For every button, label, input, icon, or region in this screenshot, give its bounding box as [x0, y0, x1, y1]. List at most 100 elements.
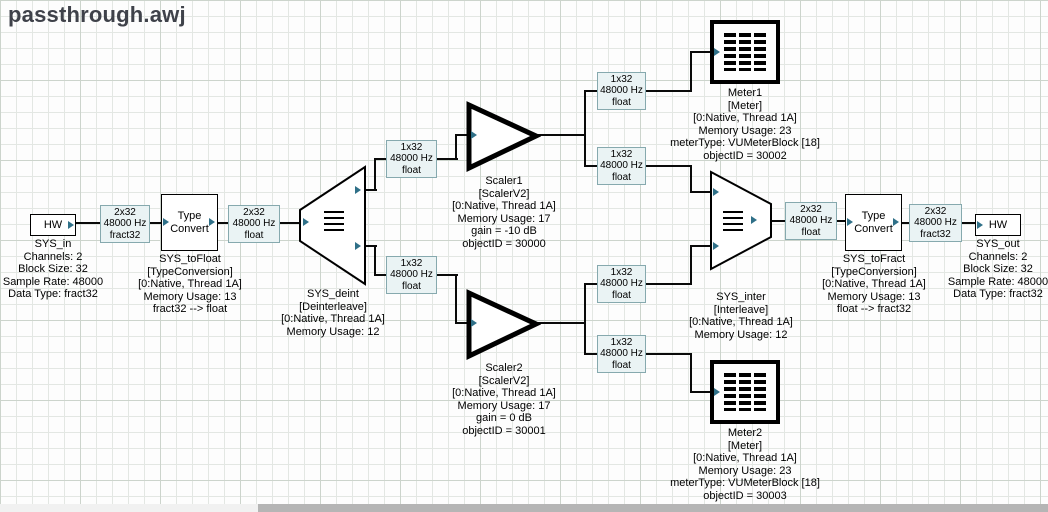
block-sys-in[interactable]: HW: [30, 214, 76, 236]
block-meter1[interactable]: [710, 20, 780, 84]
wire-segment[interactable]: [455, 322, 472, 324]
wire-segment[interactable]: [690, 391, 711, 393]
wire-type-label[interactable]: 2x32 48000 Hz fract32: [100, 205, 150, 243]
meter-bar-column: [754, 33, 766, 71]
wire-segment[interactable]: [690, 245, 711, 247]
input-pin-meter2[interactable]: [714, 388, 720, 396]
meter2-caption: Meter2 [Meter] [0:Native, Thread 1A] Mem…: [670, 427, 820, 502]
sys-tofract-caption: SYS_toFract [TypeConversion] [0:Native, …: [822, 253, 926, 316]
wire-segment[interactable]: [690, 51, 692, 92]
caption-line: gain = 0 dB: [476, 412, 532, 424]
block-sys-tofract[interactable]: Type Convert: [845, 194, 902, 251]
block-label: Type Convert: [854, 209, 893, 235]
caption-line: Data Type: fract32: [8, 288, 98, 300]
wire-type-label[interactable]: 1x32 48000 Hz float: [597, 72, 646, 110]
wire-segment[interactable]: [360, 245, 377, 247]
wire-type-label[interactable]: 2x32 48000 Hz fract32: [909, 204, 962, 242]
wire-label-line: 1x32: [610, 336, 633, 348]
wire-label-line: 48000 Hz: [600, 348, 643, 360]
wire-segment[interactable]: [584, 90, 586, 167]
wire-segment[interactable]: [690, 245, 692, 285]
caption-line: [0:Native, Thread 1A]: [693, 452, 797, 464]
input-pin-inter-1[interactable]: [713, 188, 719, 196]
block-scaler2[interactable]: [466, 288, 541, 361]
meter-bar-column: [754, 373, 766, 411]
caption-line: float --> fract32: [836, 303, 912, 315]
input-pin-scaler2[interactable]: [471, 319, 477, 327]
wire-segment[interactable]: [690, 353, 692, 393]
wire-label-line: 48000 Hz: [914, 217, 957, 229]
wire-type-label[interactable]: 2x32 48000 Hz float: [785, 202, 837, 240]
block-label: HW: [43, 218, 63, 231]
wire-label-line: float: [612, 359, 631, 371]
caption-line: [0:Native, Thread 1A]: [822, 278, 926, 290]
wire-type-label[interactable]: 2x32 48000 Hz float: [228, 205, 280, 243]
wire-label-line: float: [244, 229, 264, 241]
block-sys-out[interactable]: HW: [975, 214, 1021, 236]
wire-segment[interactable]: [455, 134, 472, 136]
wire-label-line: 48000 Hz: [600, 85, 643, 97]
wire-type-label[interactable]: 1x32 48000 Hz float: [386, 256, 437, 294]
input-pin-deint[interactable]: [303, 218, 309, 226]
input-pin-inter-2[interactable]: [713, 242, 719, 250]
wire-type-label[interactable]: 1x32 48000 Hz float: [597, 147, 646, 185]
block-meter2[interactable]: [710, 360, 780, 424]
wire-label-line: 1x32: [610, 266, 633, 278]
output-pin-deint-1[interactable]: [355, 186, 361, 194]
wire-segment[interactable]: [374, 245, 376, 276]
input-pin-tofract[interactable]: [847, 218, 853, 226]
caption-line: [ScalerV2]: [478, 187, 530, 200]
wire-segment[interactable]: [690, 165, 692, 193]
caption-line: Memory Usage: 12: [694, 328, 788, 341]
wire-label-line: float: [801, 226, 821, 238]
caption-line: [0:Native, Thread 1A]: [452, 387, 556, 399]
wire-label-line: 1x32: [610, 148, 633, 160]
wire-segment[interactable]: [455, 274, 457, 324]
wire-label-line: 1x32: [400, 141, 423, 153]
wire-segment[interactable]: [690, 191, 711, 193]
caption-line: [0:Native, Thread 1A]: [452, 200, 556, 212]
wire-segment[interactable]: [584, 283, 586, 355]
output-pin-tofloat[interactable]: [209, 218, 215, 226]
wire-segment[interactable]: [690, 51, 711, 53]
caption-line: [0:Native, Thread 1A]: [138, 278, 242, 290]
caption-line: Memory Usage: 23: [698, 464, 792, 477]
wire-segment[interactable]: [374, 158, 376, 191]
scrollbar-thumb[interactable]: [258, 504, 1048, 512]
interleave-icon: [723, 211, 743, 233]
wire-segment[interactable]: [536, 322, 586, 324]
caption-line: objectID = 30000: [462, 237, 546, 250]
scaler1-caption: Scaler1 [ScalerV2] [0:Native, Thread 1A]…: [452, 175, 556, 250]
input-pin-scaler1[interactable]: [471, 131, 477, 139]
deinterleave-icon: [324, 211, 344, 233]
wire-type-label[interactable]: 1x32 48000 Hz float: [597, 335, 646, 373]
input-pin-tofloat[interactable]: [163, 218, 169, 226]
wire-type-label[interactable]: 1x32 48000 Hz float: [597, 265, 646, 303]
wire-segment[interactable]: [455, 134, 457, 160]
block-scaler1[interactable]: [466, 100, 541, 173]
block-label: Type Convert: [170, 209, 209, 235]
caption-line: meterType: VUMeterBlock [18]: [670, 477, 820, 489]
input-pin-sys-out[interactable]: [977, 221, 983, 229]
wire-type-label[interactable]: 1x32 48000 Hz float: [386, 140, 437, 178]
output-pin-inter[interactable]: [751, 216, 757, 224]
caption-line: Memory Usage: 23: [698, 124, 792, 137]
block-sys-tofloat[interactable]: Type Convert: [161, 194, 218, 251]
meter-bar-column: [739, 373, 751, 411]
caption-line: Meter2: [727, 427, 763, 439]
output-pin-deint-2[interactable]: [355, 242, 361, 250]
caption-line: [Interleave]: [713, 303, 769, 316]
wire-segment[interactable]: [536, 134, 586, 136]
caption-line: Block Size: 32: [18, 263, 88, 275]
caption-line: meterType: VUMeterBlock [18]: [670, 137, 820, 149]
caption-line: objectID = 30003: [703, 489, 787, 502]
sys-out-caption: SYS_out Channels: 2 Block Size: 32 Sampl…: [948, 238, 1048, 301]
output-pin-tofract[interactable]: [893, 218, 899, 226]
wire-segment[interactable]: [360, 189, 377, 191]
caption-line: Scaler1: [485, 175, 523, 187]
input-pin-meter1[interactable]: [714, 48, 720, 56]
horizontal-scrollbar[interactable]: [0, 504, 1048, 512]
output-pin-sys-in[interactable]: [68, 221, 74, 229]
caption-line: SYS_toFloat: [159, 253, 221, 265]
